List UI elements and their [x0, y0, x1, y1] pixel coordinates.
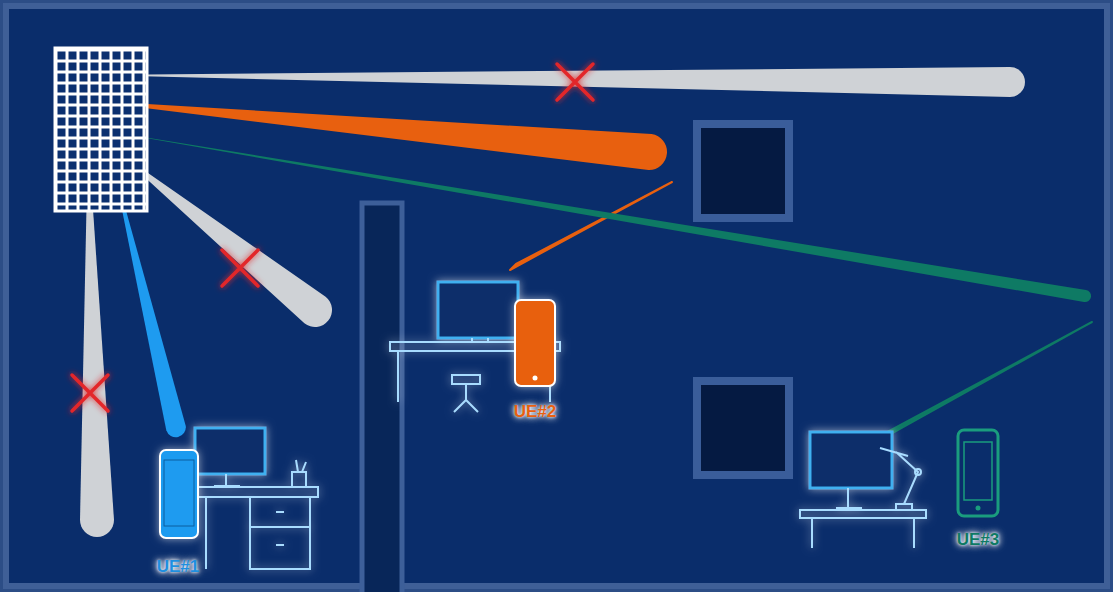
partition-wall — [362, 203, 402, 592]
phone-ue1 — [160, 450, 198, 538]
desk-2 — [390, 282, 560, 412]
beam-ue3 — [100, 130, 1091, 302]
phone-ue2 — [515, 300, 555, 386]
phone-button — [976, 506, 981, 511]
desk-3 — [800, 432, 926, 548]
reflected-beam-ue3 — [873, 322, 1092, 444]
ue-label: UE#2 — [514, 403, 557, 422]
desk-1 — [195, 428, 318, 569]
phone-ue3 — [958, 430, 998, 516]
antenna-array — [55, 48, 147, 211]
ue-label: UE#1 — [157, 558, 200, 577]
reflected-beam-ue2 — [510, 182, 672, 270]
room-floor — [6, 6, 1107, 586]
pillar — [697, 381, 789, 475]
ue-label: UE#3 — [957, 531, 1000, 550]
phone-screen — [164, 460, 194, 526]
beam-ue2 — [80, 100, 667, 170]
blocked-marks — [72, 64, 593, 411]
pillar — [697, 124, 789, 218]
phone-button — [533, 376, 538, 381]
blocked-beam — [92, 67, 1025, 97]
phone-screen — [964, 442, 992, 500]
